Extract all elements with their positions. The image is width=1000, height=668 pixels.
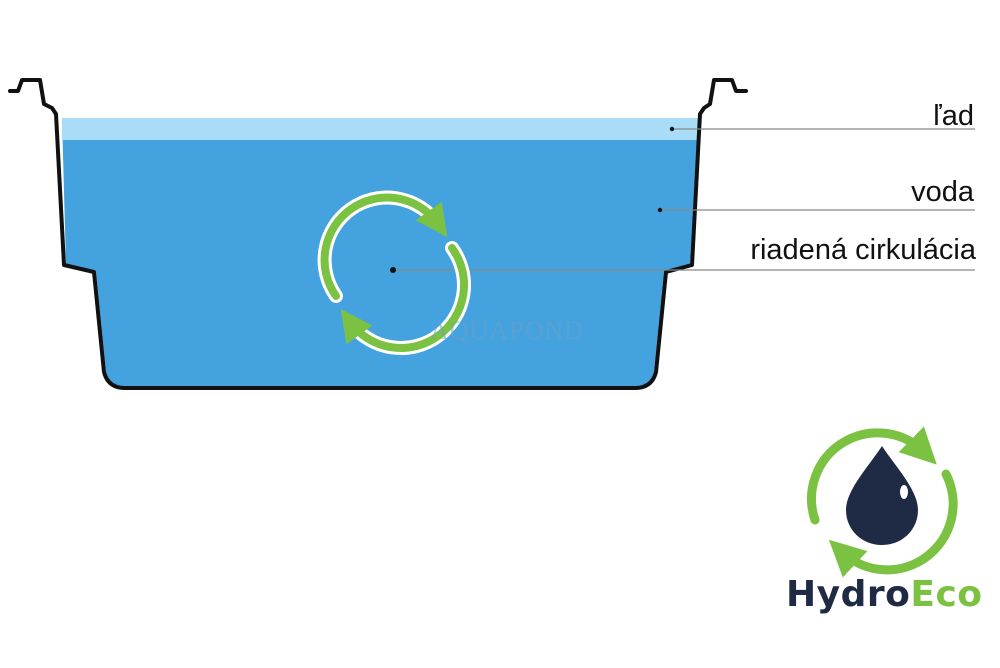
pond-outline <box>8 78 748 390</box>
label-ice: ľad <box>933 100 974 132</box>
drop-highlight <box>900 485 908 499</box>
recycle-arrows-icon <box>317 190 471 355</box>
leader-dot-circulation <box>390 267 396 273</box>
hydroeco-logo-icon <box>807 426 958 578</box>
label-circulation: riadená cirkulácia <box>750 234 976 266</box>
label-water: voda <box>911 176 974 208</box>
watermark: AQUAPOND <box>430 316 584 345</box>
water-drop-icon <box>846 446 918 545</box>
logo-arrow-top <box>807 426 937 525</box>
ice-layer <box>62 118 698 140</box>
leader-dot-water <box>657 207 663 213</box>
logo-word-eco: Eco <box>910 574 983 615</box>
logo-wordmark: HydroEco <box>786 574 983 615</box>
water-area <box>62 118 698 387</box>
logo-word-hydro: Hydro <box>786 574 911 615</box>
leader-dot-ice <box>669 126 675 132</box>
logo-arrow-bottom <box>828 469 958 578</box>
